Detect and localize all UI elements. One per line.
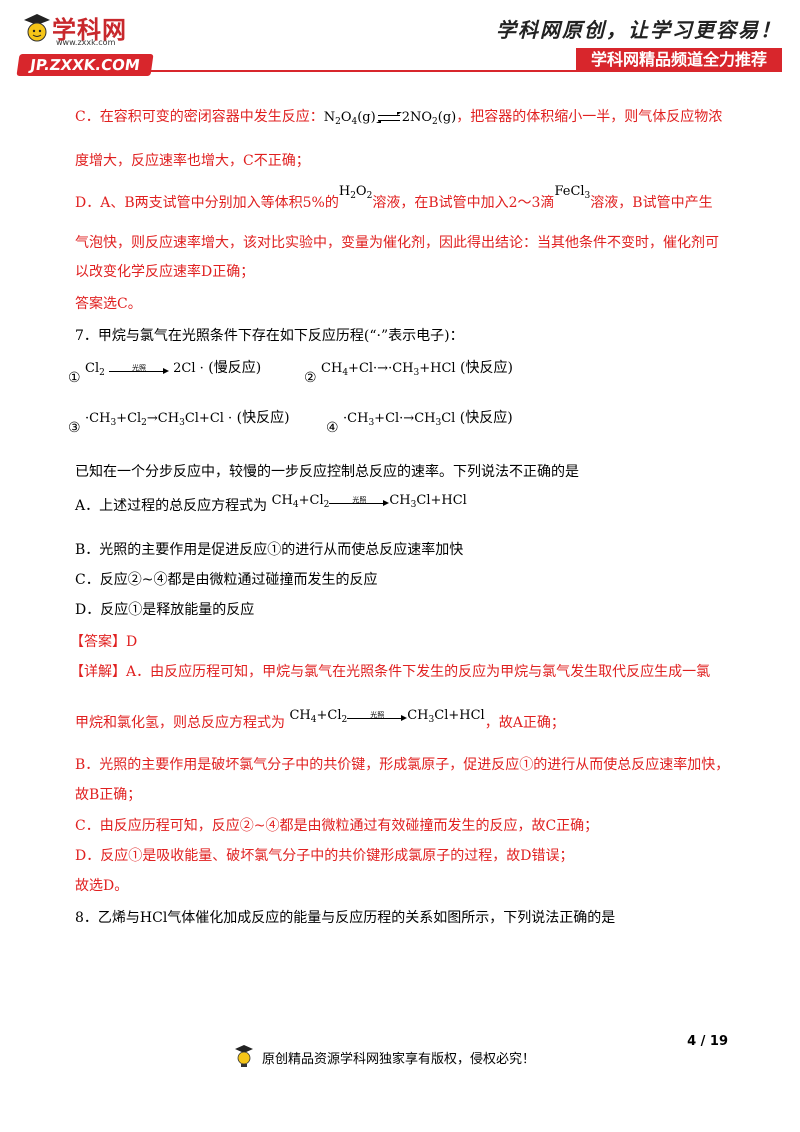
text: 甲烷和氯化氢，则总反应方程式为 (75, 715, 285, 731)
mascot-icon (24, 14, 50, 42)
arrow-label: 光照 (352, 495, 367, 504)
text: ，故A正确； (484, 715, 565, 731)
q7-premise: 已知在一个分步反应中，较慢的一步反应控制总反应的速率。下列说法不正确的是 (75, 464, 579, 480)
step-4: ④ ·CH3+Cl·→CH3Cl (快反应) (326, 408, 513, 436)
copyright-notice: 原创精品资源学科网独家享有版权，侵权必究！ (262, 1052, 536, 1067)
step-2: ② CH4+Cl·→·CH3+HCl (快反应) (304, 358, 513, 386)
text: A．由反应历程可知，甲烷与氯气在光照条件下发生的反应为甲烷与氯气发生取代反应生成… (126, 664, 711, 680)
explain-c: C．由反应历程可知，反应②~④都是由微粒通过有效碰撞而发生的反应，故C正确； (75, 818, 599, 834)
q7-stem: 7．甲烷与氯气在光照条件下存在如下反应历程(“·”表示电子)： (75, 328, 464, 344)
option-d[interactable]: D．反应①是释放能量的反应 (75, 602, 255, 618)
logo-url: www.zxxk.com (56, 38, 116, 47)
explain-a-line1: 【详解】A．由反应历程可知，甲烷与氯气在光照条件下发生的反应为甲烷与氯气发生取代… (70, 662, 710, 682)
option-c[interactable]: C．反应②~④都是由微粒通过碰撞而发生的反应 (75, 572, 378, 588)
explain-d: D．反应①是吸收能量、破坏氯气分子中的共价键形成氯原子的过程，故D错误； (75, 848, 574, 864)
page-header: 学科网 www.zxxk.com JP.ZXXK.COM 学科网原创，让学习更容… (0, 0, 800, 80)
explain-d-line1: D．A、B两支试管中分别加入等体积5%的H2O2溶液，在B试管中加入2～3滴Fe… (75, 184, 713, 218)
text: C．在容积可变的密闭容器中发生反应： (75, 109, 324, 125)
explain-b-line1: B．光照的主要作用是破坏氯气分子中的共价键，形成氯原子，促进反应①的进行从而使总… (75, 757, 730, 773)
option-a-text: A．上述过程的总反应方程式为 (75, 498, 268, 514)
arrow-label: 光照 (132, 363, 146, 372)
mascot-icon (235, 1045, 253, 1067)
rate-note: (慢反应) (208, 360, 262, 376)
step-number: ① (68, 370, 81, 386)
conclusion: 故选D。 (75, 878, 129, 894)
answer-c: 答案选C。 (75, 296, 142, 312)
explain-d-line2: 气泡快，则反应速率增大，该对比实验中，变量为催化剂，因此得出结论：当其他条件不变… (75, 235, 719, 251)
rate-note: (快反应) (459, 410, 513, 426)
step-number: ④ (326, 420, 339, 436)
explain-c-line2: 度增大，反应速率也增大，C不正确； (75, 153, 310, 169)
step-3: ③ ·CH3+Cl2→CH3Cl+Cl · (快反应) (68, 408, 290, 436)
explain-d-line3: 以改变化学反应速率D正确； (75, 264, 255, 280)
step1-equation: Cl2 光照 2Cl · (85, 361, 204, 378)
logo-banner: JP.ZXXK.COM (16, 54, 154, 76)
step4-equation: ·CH3+Cl·→CH3Cl (343, 411, 456, 428)
header-divider (150, 70, 578, 72)
slogan: 学科网原创，让学习更容易！ (496, 18, 782, 42)
step-1: ① Cl2 光照 2Cl · (慢反应) (68, 358, 262, 386)
q8-stem: 8．乙烯与HCl气体催化加成反应的能量与反应历程的关系如图所示，下列说法正确的是 (75, 910, 616, 926)
step3-equation: ·CH3+Cl2→CH3Cl+Cl · (85, 411, 233, 428)
step-number: ② (304, 370, 317, 386)
logo-text: 学科网 (52, 16, 127, 44)
text: 溶液，B试管中产生 (590, 195, 713, 211)
answer-label: 【答案】 (70, 634, 126, 650)
text: D．A、B两支试管中分别加入等体积5%的 (75, 195, 339, 211)
recommend-banner: 学科网精品频道全力推荐 (576, 48, 782, 72)
zxxk-logo[interactable]: 学科网 www.zxxk.com JP.ZXXK.COM (16, 10, 158, 76)
step2-equation: CH4+Cl·→·CH3+HCl (321, 361, 456, 378)
step-number: ③ (68, 420, 81, 436)
fecl3-formula: FeCl3 (554, 184, 591, 201)
arrow-label: 光照 (370, 710, 385, 719)
answer-value: D (126, 634, 138, 650)
text: ，把容器的体积缩小一半，则气体反应物浓 (456, 109, 723, 125)
rate-note: (快反应) (236, 410, 290, 426)
page-number: 4 / 19 (687, 1034, 728, 1049)
explain-c-line1: C．在容积可变的密闭容器中发生反应：N2O4(g)2NO2(g)，把容器的体积缩… (75, 107, 722, 132)
rate-note: (快反应) (460, 360, 513, 376)
option-b[interactable]: B．光照的主要作用是促进反应①的进行从而使总反应速率加快 (75, 542, 464, 558)
h2o2-formula: H2O2 (338, 184, 373, 201)
explain-label: 【详解】 (70, 664, 126, 680)
n2o4-equilibrium: N2O4(g)2NO2(g) (323, 110, 457, 127)
answer-line: 【答案】D (70, 632, 137, 652)
text: 溶液，在B试管中加入2～3滴 (372, 195, 555, 211)
explain-b-line2: 故B正确； (75, 787, 142, 803)
